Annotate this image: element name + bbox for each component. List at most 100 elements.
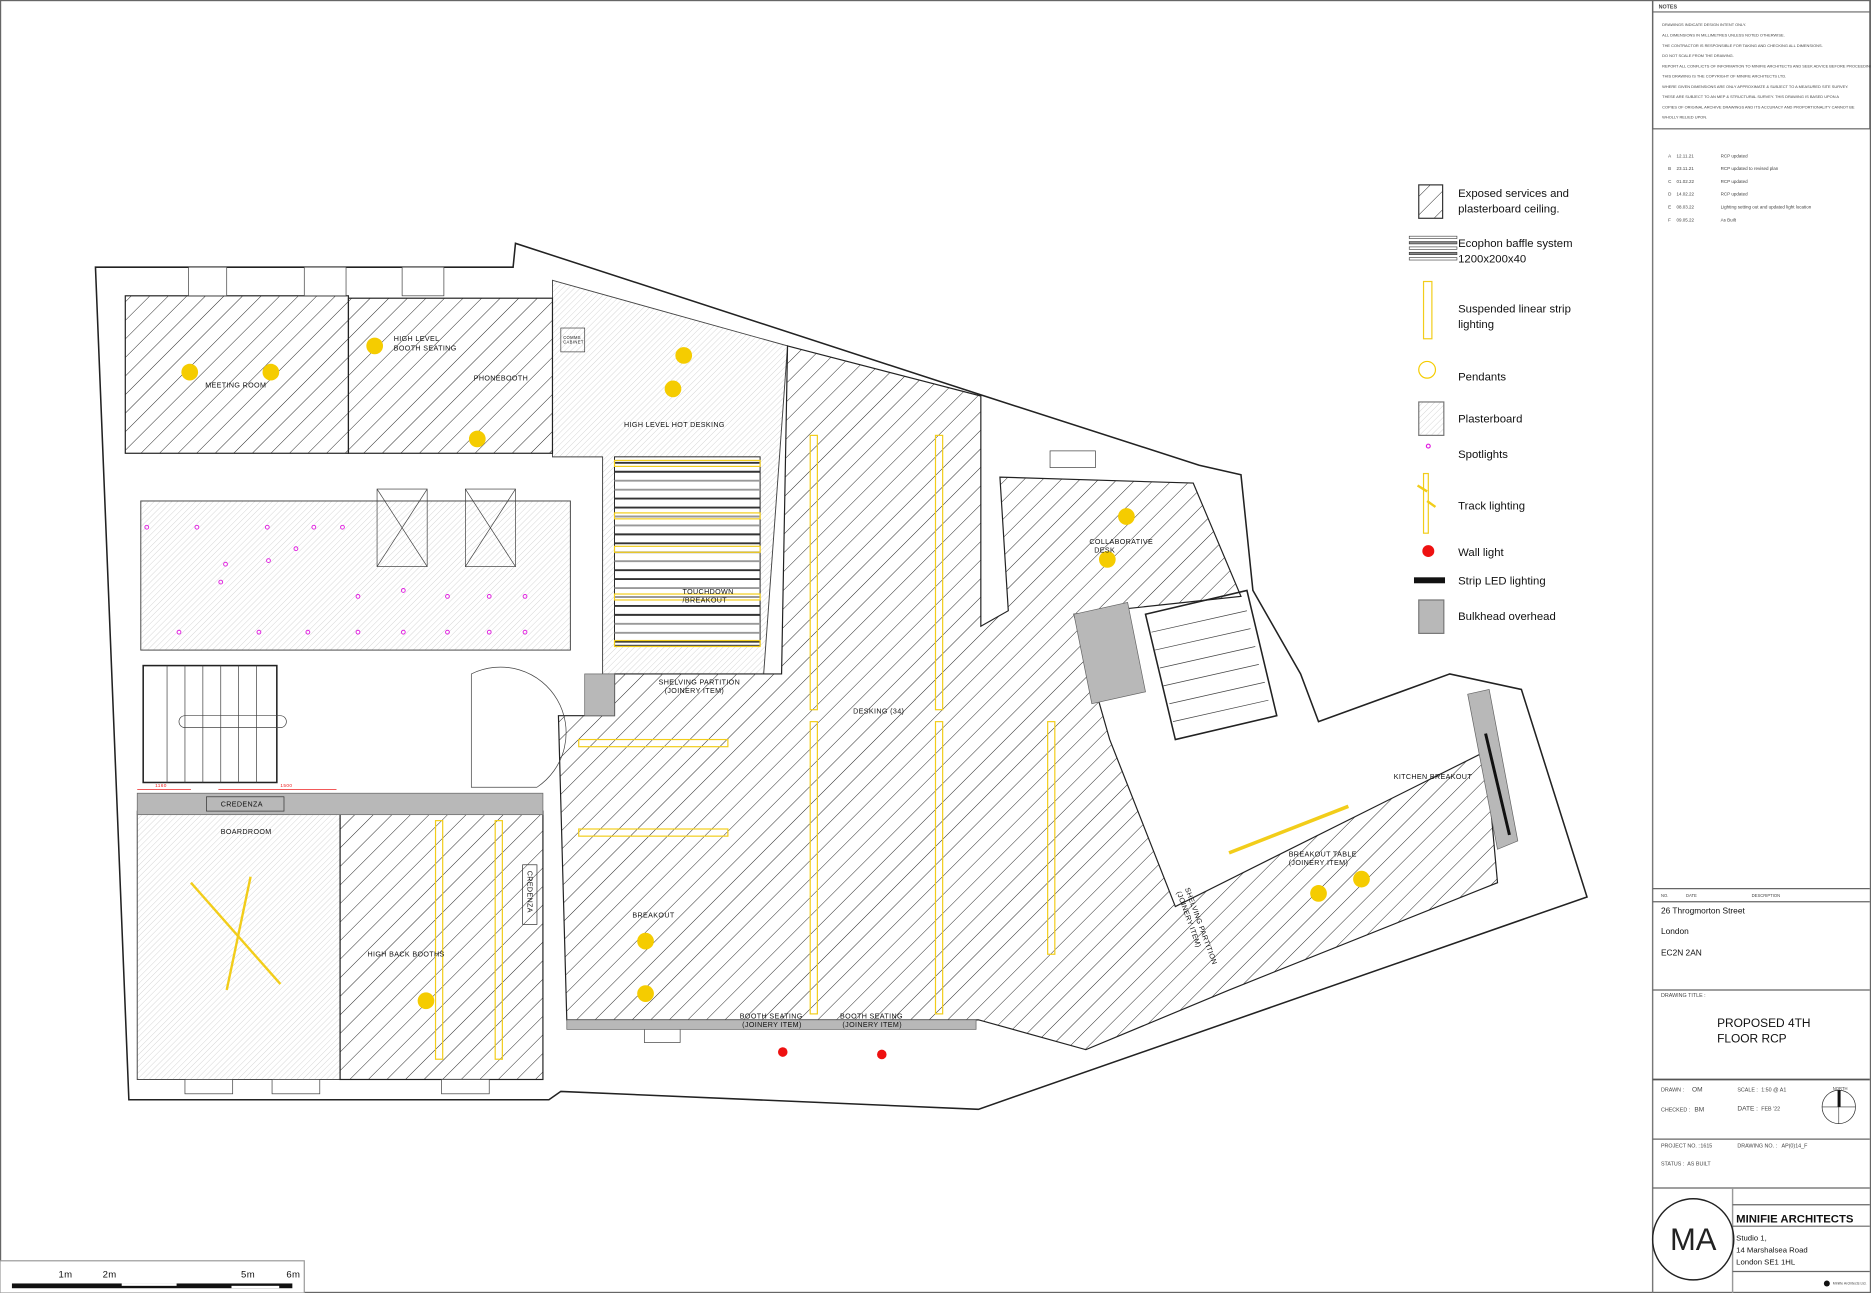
- label-shelving-2: (JOINERY ITEM): [665, 687, 725, 695]
- revision-letter: D: [1668, 192, 1672, 197]
- booth-zone: [347, 297, 554, 454]
- spotlight: [144, 524, 150, 530]
- window: [643, 1027, 681, 1043]
- copyright-icon: [1823, 1280, 1830, 1287]
- pendant-light: [664, 380, 682, 398]
- window: [401, 266, 445, 297]
- legend-label: Bulkhead overhead: [1458, 611, 1556, 623]
- legend-item: Pendants: [1418, 360, 1506, 384]
- spotlight: [400, 629, 406, 635]
- label-booth-2: BOOTH SEATING: [394, 345, 457, 353]
- legend-item: Spotlights: [1425, 443, 1508, 461]
- label-breakout-table-1: BREAKOUT TABLE: [1289, 850, 1357, 858]
- note-line: WHOLLY RELIED UPON.: [1662, 115, 1707, 120]
- linear-strip-light: [809, 721, 818, 1015]
- firm-name: MINIFIE ARCHITECTS: [1736, 1214, 1854, 1226]
- checked-label: CHECKED :: [1661, 1108, 1690, 1114]
- linear-strip-light: [613, 459, 761, 467]
- label-touchdown-1: TOUCHDOWN: [683, 588, 734, 596]
- revision-date: 12.11.21: [1677, 153, 1695, 158]
- north-arrow-icon: [1821, 1089, 1856, 1124]
- note-line: COPIES OF ORIGINAL ARCHIVE DRAWINGS AND …: [1662, 104, 1855, 109]
- spotlight: [311, 524, 317, 530]
- label-booth-seating-a-2: (JOINERY ITEM): [742, 1021, 802, 1029]
- linear-strip-light: [434, 820, 444, 1060]
- track-light: [1228, 804, 1350, 855]
- revision-date: 23.11.21: [1677, 166, 1695, 171]
- address-line-1: 26 Throgmorton Street: [1661, 906, 1745, 916]
- spotlight: [194, 524, 200, 530]
- drawing-title-line-2: FLOOR RCP: [1717, 1032, 1787, 1046]
- wall-light: [877, 1049, 887, 1060]
- linear-strip-light: [578, 828, 729, 837]
- track-light: [190, 881, 282, 985]
- spotlight: [293, 546, 299, 552]
- lift-shafts: [376, 488, 516, 567]
- scale-label-6m: 6m: [286, 1269, 300, 1280]
- logo-text: MA: [1670, 1222, 1717, 1257]
- title-block: NOTES DRAWINGS INDICATE DESIGN INTENT ON…: [1651, 0, 1871, 1293]
- note-line: WHERE GIVEN DIMENSIONS ARE ONLY APPROXIM…: [1662, 84, 1848, 89]
- legend-label: Exposed services and: [1458, 188, 1569, 200]
- spotlight: [340, 524, 345, 530]
- logo: [1651, 1198, 1735, 1281]
- spotlight: [522, 594, 528, 599]
- spiral-stair: [470, 666, 567, 788]
- legend-item: Plasterboard: [1418, 401, 1522, 436]
- legend-label: Spotlights: [1458, 449, 1508, 461]
- strip-led-icon: [1413, 577, 1446, 584]
- spotlight: [445, 594, 450, 599]
- copyright: Minifie Architects Ltd.: [1833, 1282, 1867, 1286]
- revision-description: RCP updated: [1721, 153, 1749, 158]
- stair-west: [142, 664, 287, 784]
- pendant-light: [637, 985, 654, 1002]
- label-booth-seating-a-1: BOOTH SEATING: [740, 1013, 803, 1021]
- label-touchdown-2: /BREAKOUT: [683, 596, 728, 604]
- legend-item: Wall light: [1422, 545, 1505, 559]
- linear-strip-icon: [1422, 280, 1433, 340]
- firm-address-3: London SE1 1HL: [1736, 1257, 1796, 1266]
- linear-strip-light: [494, 820, 503, 1060]
- drawing-no-value: AP(0)14_F: [1782, 1143, 1809, 1149]
- note-line: THESE ARE SUBJECT TO AN MEP & STRUCTURAL…: [1662, 94, 1839, 99]
- label-phonebooth: PHONEBOOTH: [474, 375, 528, 383]
- project-value: 1615: [1700, 1143, 1712, 1149]
- drawing-title-line-1: PROPOSED 4TH: [1717, 1016, 1810, 1030]
- note-line: THIS DRAWING IS THE COPYRIGHT OF MINIFIE…: [1662, 74, 1786, 79]
- window: [184, 1079, 234, 1095]
- pendant-light: [417, 992, 435, 1010]
- revision-letter: B: [1668, 166, 1671, 171]
- legend-label: Pendants: [1458, 372, 1506, 384]
- note-line: DO NOT SCALE FROM THE DRAWING.: [1662, 53, 1734, 58]
- revision-letter: F: [1668, 217, 1671, 222]
- pendant-light: [181, 363, 199, 381]
- room-labels: MEETING ROOM HIGH LEVEL BOOTH SEATING PH…: [137, 327, 1472, 1029]
- linear-strip-light: [578, 738, 729, 748]
- label-meeting-room: MEETING ROOM: [205, 382, 266, 390]
- label-hot-desking: HIGH LEVEL HOT DESKING: [624, 421, 725, 429]
- legend-label: Track lighting: [1458, 500, 1525, 512]
- pendant-light: [262, 363, 280, 381]
- revision-date: 09.05.22: [1677, 217, 1695, 222]
- revision-date: 08.03.22: [1677, 205, 1695, 210]
- wall-light-icon: [1422, 545, 1435, 558]
- revision-description: RCP updated: [1721, 192, 1749, 197]
- note-line: ALL DIMENSIONS IN MILLIMETRES UNLESS NOT…: [1662, 33, 1785, 38]
- legend-label: Wall light: [1458, 547, 1504, 559]
- linear-strip-light: [1047, 721, 1056, 955]
- window: [441, 1079, 490, 1095]
- linear-strip-light: [613, 545, 761, 553]
- note-line: REPORT ALL CONFLICTS OF INFORMATION TO M…: [1662, 63, 1871, 68]
- checked-value: BM: [1694, 1107, 1704, 1114]
- ecophon-baffle: [614, 456, 761, 646]
- legend-label: Ecophon baffle system: [1458, 238, 1572, 250]
- note-line: DRAWINGS INDICATE DESIGN INTENT ONLY.: [1662, 22, 1746, 27]
- drawing-no-label: DRAWING NO. :: [1737, 1143, 1777, 1149]
- linear-strip-light: [809, 434, 818, 711]
- meeting-room-zone: [124, 295, 350, 454]
- revision-letter: A: [1668, 153, 1671, 158]
- legend-label-line2: lighting: [1458, 319, 1494, 331]
- high-back-booths-zone: [339, 810, 544, 1081]
